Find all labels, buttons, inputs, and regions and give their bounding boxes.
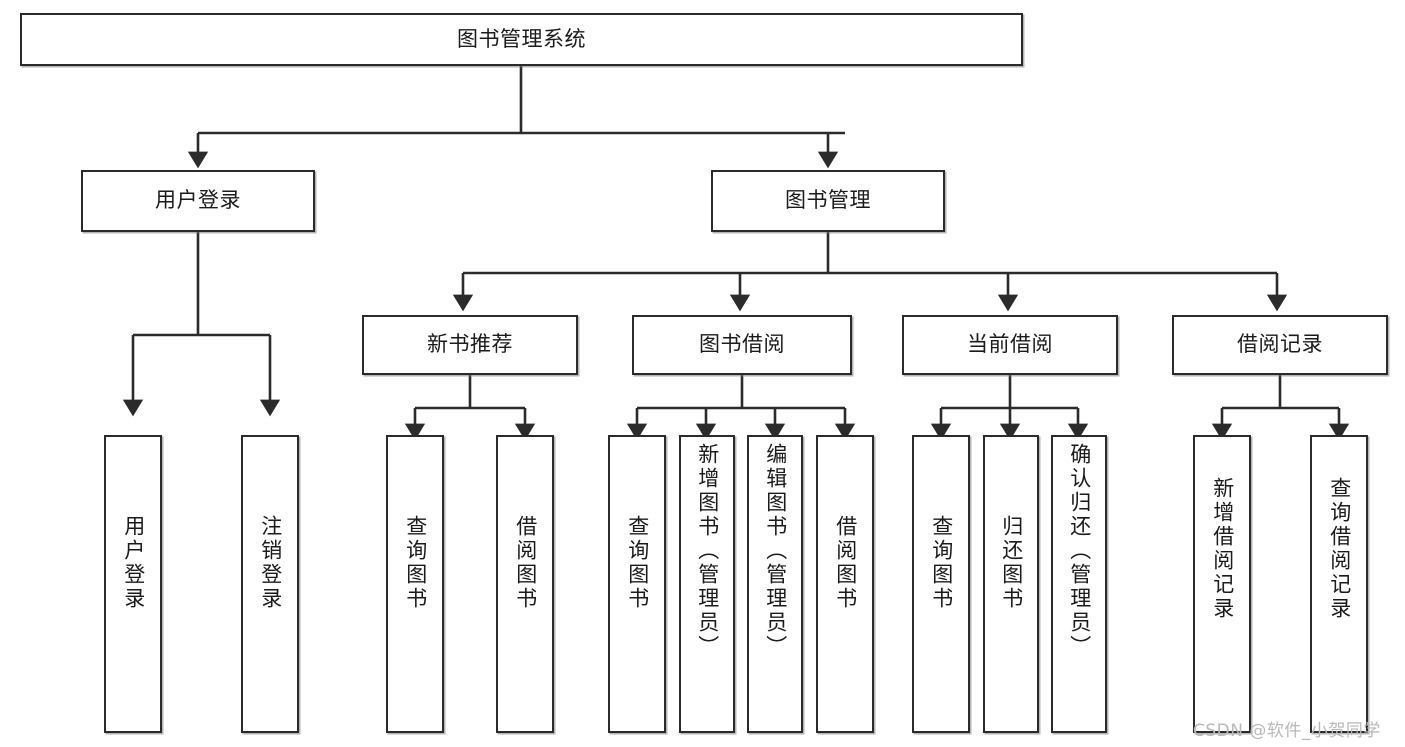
node-label: 注销登录 xyxy=(258,515,283,611)
node-label: 借阅记录 xyxy=(1237,332,1323,357)
leaf-borrow-book-borrow[interactable]: 借阅图书 xyxy=(816,435,874,733)
node-label: 查询图书 xyxy=(625,515,650,611)
node-label: 确认归还（管理员） xyxy=(1067,443,1092,659)
node-label: 查询借阅记录 xyxy=(1327,477,1352,621)
node-label: 借阅图书 xyxy=(513,515,538,611)
node-label: 新书推荐 xyxy=(427,332,513,357)
leaf-query-book-newbook[interactable]: 查询图书 xyxy=(386,435,444,733)
node-new-book-recommend[interactable]: 新书推荐 xyxy=(362,315,578,375)
node-current-borrow[interactable]: 当前借阅 xyxy=(902,315,1118,375)
node-book-borrow[interactable]: 图书借阅 xyxy=(632,315,852,375)
node-label: 查询图书 xyxy=(929,515,954,611)
leaf-query-borrow-record[interactable]: 查询借阅记录 xyxy=(1310,435,1368,733)
node-label: 归还图书 xyxy=(999,515,1024,611)
node-label: 图书借阅 xyxy=(699,332,785,357)
node-book-management[interactable]: 图书管理 xyxy=(711,170,945,232)
node-label: 用户登录 xyxy=(155,188,241,213)
node-root-system[interactable]: 图书管理系统 xyxy=(20,13,1023,66)
leaf-query-book-current[interactable]: 查询图书 xyxy=(912,435,970,733)
leaf-edit-book-admin[interactable]: 编辑图书（管理员） xyxy=(747,435,803,733)
leaf-borrow-book-newbook[interactable]: 借阅图书 xyxy=(496,435,554,733)
leaf-user-login[interactable]: 用户登录 xyxy=(104,435,162,733)
csdn-watermark: CSDN @软件_小贺同学 xyxy=(1193,721,1381,741)
node-user-login[interactable]: 用户登录 xyxy=(81,170,315,232)
node-label: 当前借阅 xyxy=(967,332,1053,357)
node-label: 图书管理系统 xyxy=(457,26,586,51)
leaf-add-borrow-record[interactable]: 新增借阅记录 xyxy=(1193,435,1251,733)
node-label: 借阅图书 xyxy=(833,515,858,611)
node-label: 新增借阅记录 xyxy=(1210,477,1235,621)
node-label: 查询图书 xyxy=(403,515,428,611)
leaf-add-book-admin[interactable]: 新增图书（管理员） xyxy=(679,435,735,733)
leaf-query-book-borrow[interactable]: 查询图书 xyxy=(608,435,666,733)
node-label: 编辑图书（管理员） xyxy=(763,443,788,659)
node-label: 图书管理 xyxy=(785,188,871,213)
leaf-confirm-return-admin[interactable]: 确认归还（管理员） xyxy=(1051,435,1107,733)
leaf-return-book[interactable]: 归还图书 xyxy=(983,435,1039,733)
node-borrow-record[interactable]: 借阅记录 xyxy=(1172,315,1388,375)
node-label: 新增图书（管理员） xyxy=(695,443,720,659)
node-label: 用户登录 xyxy=(121,515,146,611)
leaf-logout[interactable]: 注销登录 xyxy=(241,435,299,733)
